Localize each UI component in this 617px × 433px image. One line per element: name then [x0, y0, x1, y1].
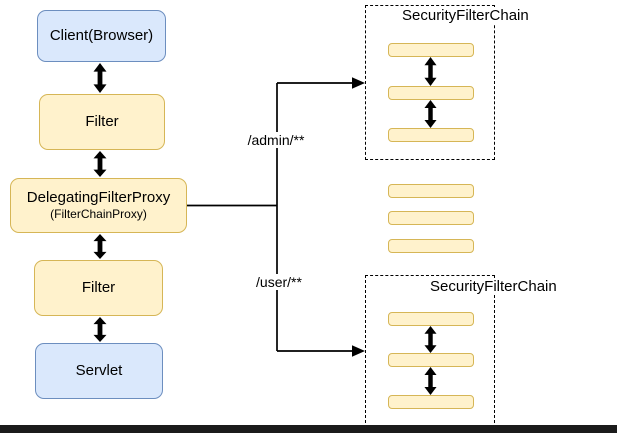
filter-bar: [388, 239, 474, 253]
double-arrow-icon: [424, 367, 437, 395]
double-arrow-icon: [93, 151, 107, 177]
filter-bar: [388, 128, 474, 142]
node-client-browser-label: Client(Browser): [49, 26, 154, 44]
security-filter-chain-box-admin: [365, 5, 495, 160]
arrowhead-to-user-chain: [352, 345, 365, 357]
edge-label-admin: /admin/**: [245, 132, 307, 148]
node-client-browser: Client(Browser): [37, 10, 166, 62]
double-arrow-icon: [424, 100, 437, 128]
security-filter-chain-title-admin: SecurityFilterChain: [400, 7, 531, 24]
node-servlet: Servlet: [35, 343, 163, 399]
node-filter-bottom: Filter: [34, 260, 163, 316]
security-filter-chain-title-user: SecurityFilterChain: [428, 278, 559, 295]
filter-bar: [388, 86, 474, 100]
node-filter-top-label: Filter: [85, 112, 119, 130]
filter-bar: [388, 211, 474, 225]
arrowhead-to-admin-chain: [352, 77, 365, 89]
node-filter-top: Filter: [39, 94, 165, 150]
filter-bar: [388, 184, 474, 198]
double-arrow-icon: [93, 234, 107, 259]
edge-label-user: /user/**: [254, 274, 304, 290]
filter-bar: [388, 312, 474, 326]
double-arrow-icon: [93, 63, 107, 93]
double-arrow-icon: [424, 326, 437, 353]
filter-bar: [388, 43, 474, 57]
filter-bar: [388, 353, 474, 367]
node-filter-bottom-label: Filter: [81, 278, 116, 296]
node-delegating-filter-proxy-sublabel: (FilterChainProxy): [50, 207, 147, 222]
node-servlet-label: Servlet: [75, 361, 123, 379]
node-delegating-filter-proxy: DelegatingFilterProxy (FilterChainProxy): [10, 178, 187, 233]
node-delegating-filter-proxy-label: DelegatingFilterProxy: [26, 188, 171, 206]
filter-bar: [388, 395, 474, 409]
double-arrow-icon: [93, 317, 107, 342]
double-arrow-icon: [424, 57, 437, 86]
bottom-edge-bar: [0, 425, 617, 433]
